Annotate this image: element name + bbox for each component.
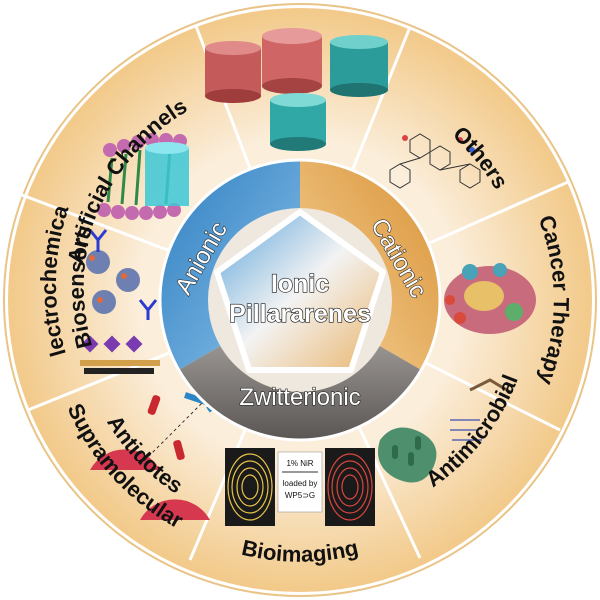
biosensor-art [80,229,160,374]
bioimaging-label-2: loaded by [283,479,318,488]
membrane-channel-art [97,133,189,220]
bioimaging-label-1: 1% NiR [286,459,313,468]
cancer-cell-art [444,263,536,334]
chemical-structure-art [389,133,481,189]
center-pentagon [214,209,386,373]
bacteria-art [377,378,511,483]
center-title-line1: Ionic [271,270,329,298]
fingerprint-images-art: 1% NiR loaded by WP5⊃G [225,448,375,526]
inner-ring-border [158,158,442,442]
center-title-line2: Pillararenes [229,300,371,328]
bioimaging-label-3: WP5⊃G [285,491,315,500]
zwitterionic-label: Zwitterionic [239,384,360,411]
pillararene-cylinders-art [205,28,388,151]
